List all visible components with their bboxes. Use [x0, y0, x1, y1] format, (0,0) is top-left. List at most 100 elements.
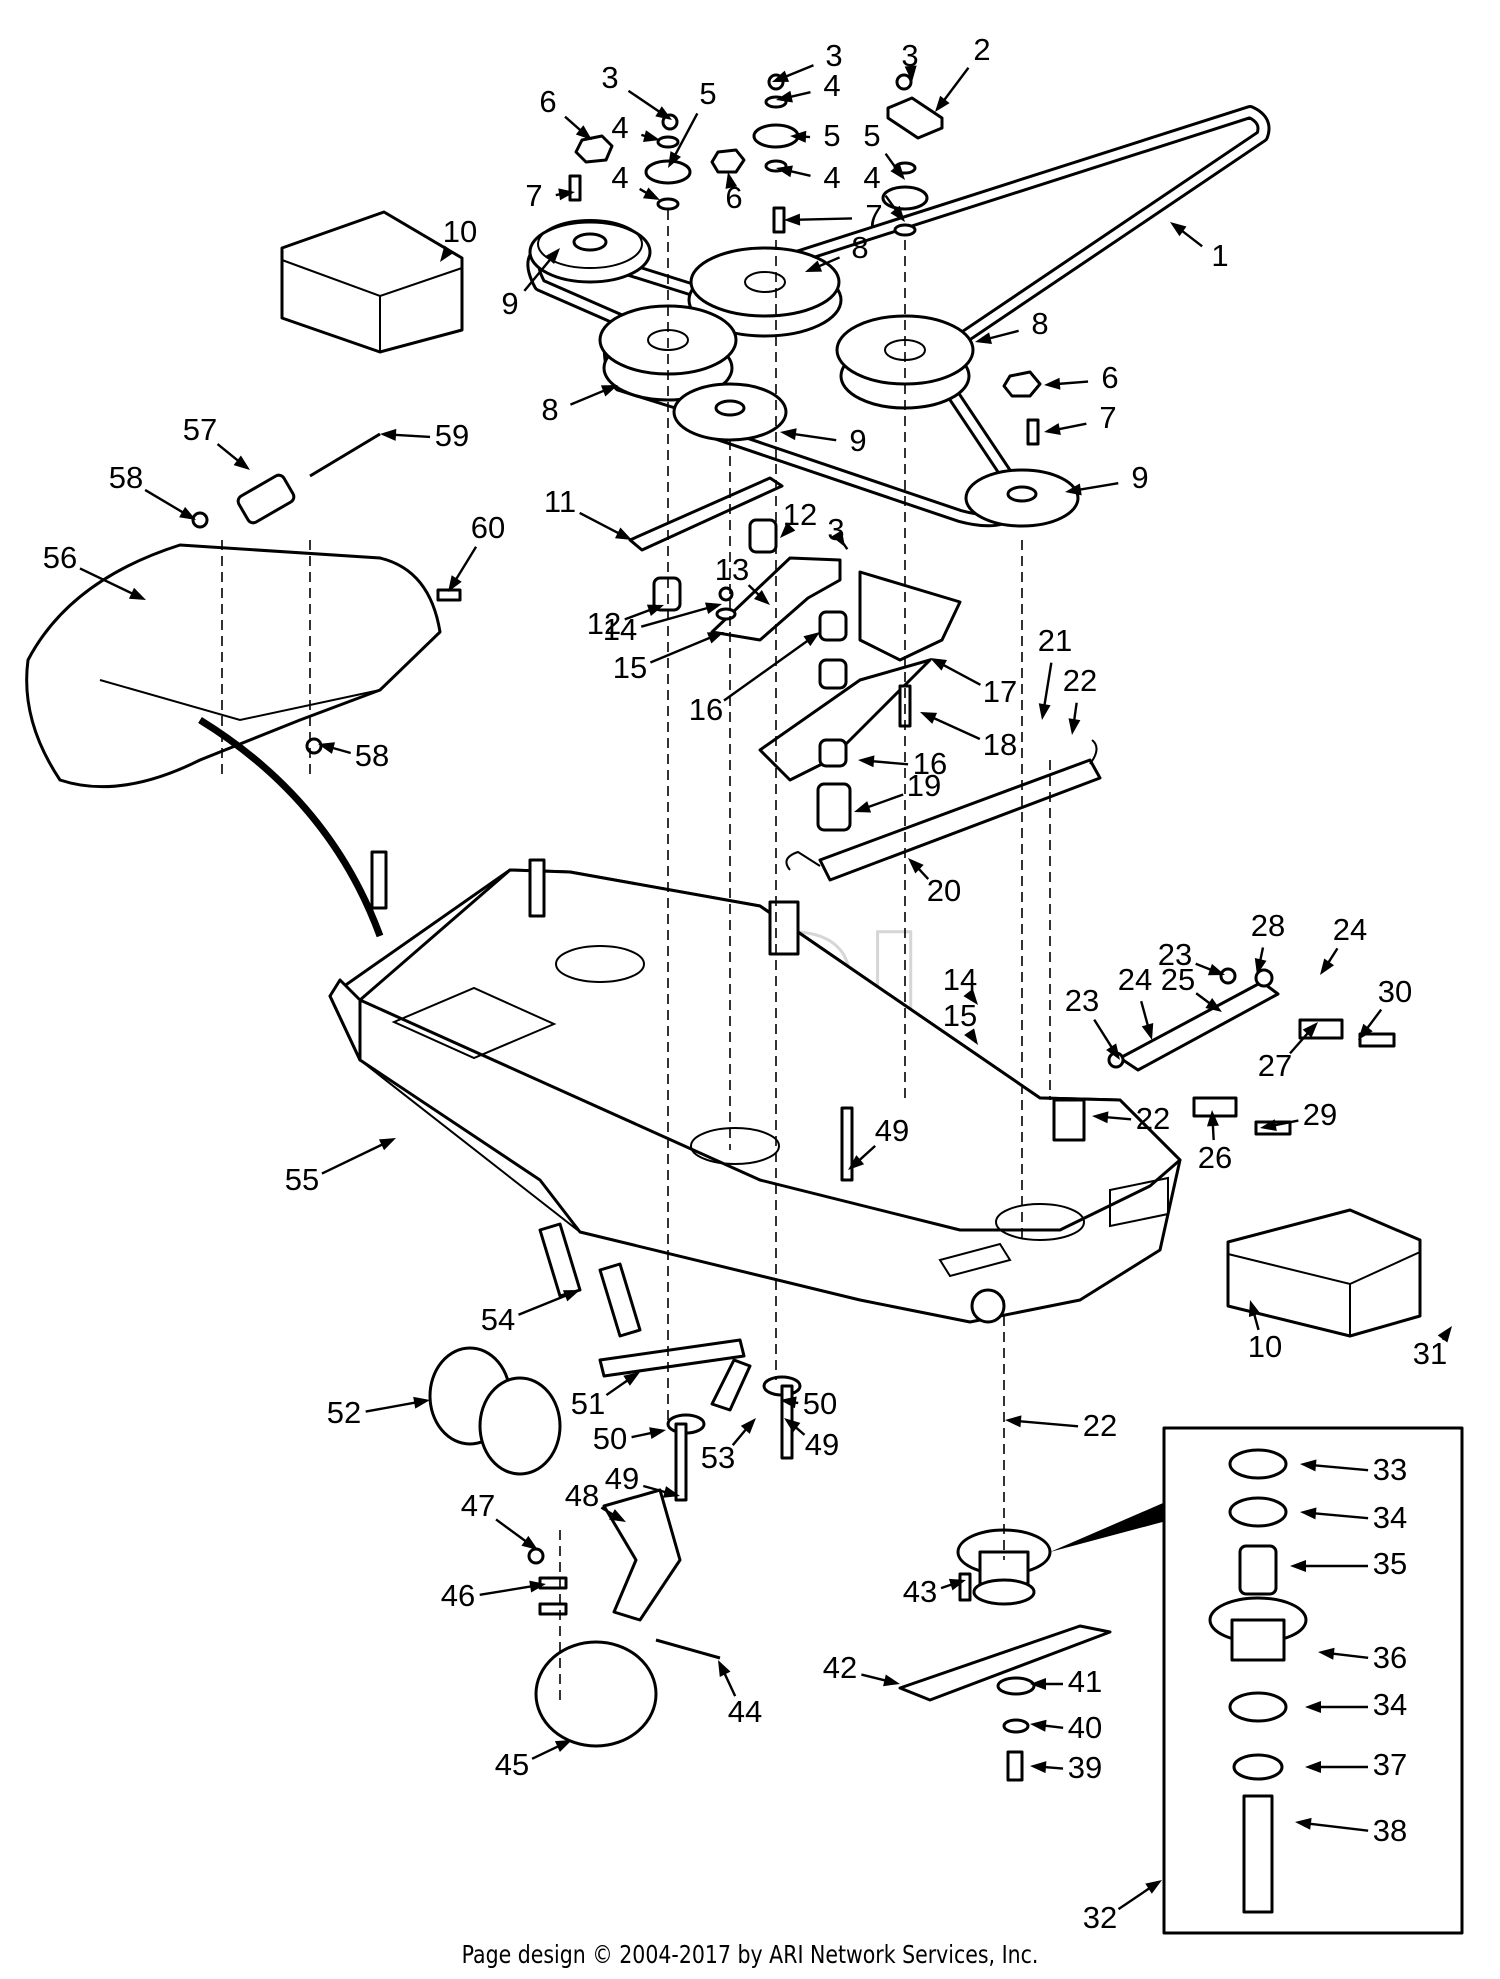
copyright-footer: Page design © 2004-2017 by ARI Network S…: [461, 1940, 1039, 1969]
callout-3: 3: [772, 38, 843, 82]
callout-number: 11: [544, 484, 576, 519]
leader-arrowhead: [1254, 958, 1267, 975]
leader-arrowhead: [1300, 1507, 1317, 1520]
leader-line: [389, 433, 431, 439]
callout-number: 23: [1065, 983, 1099, 1018]
callout-number: 49: [805, 1427, 839, 1462]
rod-59: [309, 432, 381, 478]
leader-arrowhead: [521, 1535, 538, 1550]
washer-4-a: [656, 135, 680, 149]
leader-line: [649, 634, 716, 664]
callout-46: 46: [441, 1578, 546, 1613]
callout-number: 7: [525, 178, 542, 213]
callout-20: 20: [908, 858, 961, 908]
washer-4-b: [656, 197, 680, 211]
callout-number: 25: [1161, 962, 1195, 997]
callout-number: 51: [571, 1386, 605, 1421]
leader-arrowhead: [975, 332, 992, 345]
callout-number: 54: [481, 1302, 515, 1337]
callout-43: 43: [903, 1574, 966, 1609]
callout-number: 23: [1158, 937, 1192, 972]
leader-arrowhead: [883, 1674, 900, 1687]
callout-11: 11: [544, 484, 632, 540]
callout-number: 33: [1373, 1452, 1407, 1487]
callout-number: 16: [913, 746, 947, 781]
leader-arrowhead: [784, 1418, 801, 1433]
leader-arrowhead: [663, 1486, 680, 1498]
callout-number: 46: [441, 1578, 475, 1613]
callout-number: 7: [1099, 400, 1116, 435]
leader-arrowhead: [963, 988, 978, 1005]
leader-arrowhead: [904, 65, 917, 82]
axle-bolt-44: [655, 1638, 721, 1660]
callout-number: 24: [1118, 962, 1152, 997]
leader-arrowhead: [1302, 1022, 1318, 1038]
leader-arrowhead: [655, 106, 672, 120]
nut-6-center: [710, 148, 746, 174]
callout-41: 41: [1030, 1664, 1102, 1699]
callout-29: 29: [1260, 1097, 1337, 1132]
leader-line: [793, 217, 853, 221]
leader-line: [1327, 1651, 1369, 1659]
leader-arrowhead: [780, 1396, 797, 1409]
leader-arrowhead: [805, 260, 823, 272]
leader-arrowhead: [1437, 1326, 1452, 1343]
bearing-5-c: [881, 185, 929, 211]
leader-arrowhead: [725, 172, 738, 189]
leader-line: [640, 605, 713, 628]
callout-number: 9: [1131, 460, 1148, 495]
callout-number: 15: [943, 998, 977, 1033]
bushing-16-a: [818, 610, 848, 642]
leader-arrowhead: [233, 455, 250, 470]
leader-arrowhead: [1005, 1415, 1022, 1428]
callout-number: 22: [1063, 663, 1097, 698]
leader-line: [723, 636, 813, 702]
leader-arrowhead: [772, 70, 790, 82]
caster-yoke-48: [602, 1488, 682, 1622]
leader-arrowhead: [623, 1372, 640, 1386]
callout-number: 3: [601, 60, 618, 95]
callout-number: 9: [849, 423, 866, 458]
wheel-52-b: [478, 1376, 562, 1476]
callout-number: 12: [587, 606, 621, 641]
leader-line: [1309, 1463, 1369, 1472]
callout-number: 32: [1083, 1900, 1117, 1935]
leader-arrowhead: [1248, 1300, 1261, 1318]
leader-arrowhead: [545, 248, 560, 265]
leader-arrowhead: [920, 712, 938, 724]
leader-arrowhead: [554, 1740, 572, 1753]
callout-number: 43: [903, 1574, 937, 1609]
spacer-35: [1238, 1544, 1278, 1596]
nut-6-left: [574, 134, 614, 164]
callout-8: 8: [541, 385, 618, 427]
callout-number: 31: [1413, 1336, 1447, 1371]
callout-31: 31: [1413, 1326, 1452, 1371]
leader-arrowhead: [1170, 222, 1187, 237]
callout-number: 16: [689, 692, 723, 727]
callout-number: 6: [725, 180, 742, 215]
leader-arrowhead: [854, 801, 872, 813]
blade-42: [898, 1624, 1112, 1702]
leader-arrowhead: [609, 1509, 626, 1522]
belt-cover-left: [280, 210, 464, 354]
spindle-and-blade: [898, 1500, 1170, 1782]
discharge-deflector: [25, 432, 462, 789]
callout-22: 22: [1063, 663, 1097, 735]
key-7-left: [568, 174, 582, 202]
callout-8: 8: [805, 230, 869, 272]
bolt-30: [1358, 1032, 1396, 1048]
callout-number: 5: [863, 118, 880, 153]
leader-arrowhead: [753, 589, 770, 605]
spacer-12-a: [652, 576, 682, 612]
leader-arrowhead: [776, 165, 793, 178]
leader-arrowhead: [600, 385, 618, 397]
top-hardware: [568, 73, 1042, 446]
leader-arrowhead: [1065, 483, 1082, 496]
shaft-38: [1242, 1794, 1274, 1914]
leader-arrowhead: [908, 858, 924, 874]
leader-arrowhead: [780, 428, 797, 441]
callout-53: 53: [701, 1418, 756, 1475]
callout-4: 4: [863, 160, 905, 222]
callout-number: 44: [728, 1694, 762, 1729]
leader-arrowhead: [740, 1418, 756, 1434]
